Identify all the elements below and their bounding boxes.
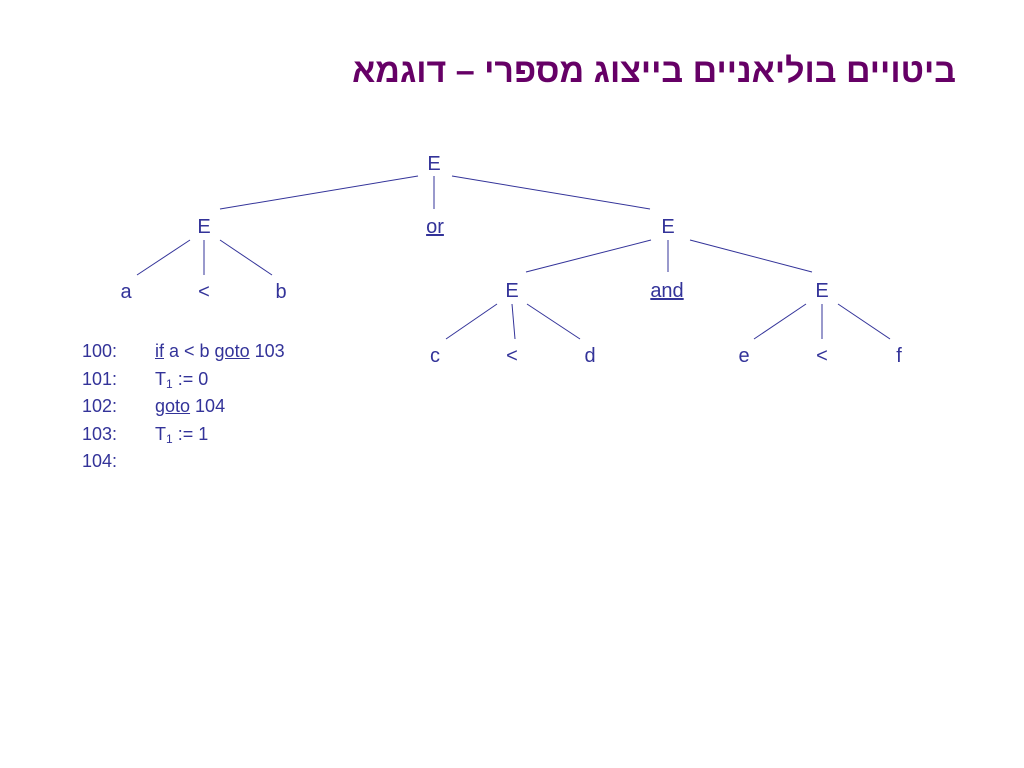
keyword-goto: goto xyxy=(155,396,191,416)
edge-Ecd-c xyxy=(445,303,498,340)
edge-rightE-Eef xyxy=(689,239,813,273)
tree-node-or: or xyxy=(426,216,444,238)
slide-title: ביטויים בוליאניים בייצוג מספרי – דוגמא xyxy=(352,52,956,90)
tree-leaf-d: d xyxy=(584,345,596,367)
keyword-goto: goto xyxy=(214,341,250,361)
edge-rightE-Ecd xyxy=(525,239,652,273)
goto-target: 103 xyxy=(249,341,285,361)
tree-leaf-f: f xyxy=(896,345,902,367)
line-number: 100: xyxy=(82,341,118,361)
tree-leaf-e: e xyxy=(738,345,750,367)
line-number: 104: xyxy=(82,451,118,471)
line-number: 103: xyxy=(82,423,118,444)
tree-leaf-b: b xyxy=(275,281,287,303)
tree-leaf-c: c xyxy=(430,345,440,367)
temp-var-subscript: 1 xyxy=(166,431,173,446)
edge-leftE-b xyxy=(219,239,273,276)
keyword-if: if xyxy=(155,341,164,361)
tree-node-E-ef: E xyxy=(815,280,829,302)
code-statement: T1 := 0 xyxy=(155,366,208,399)
edge-Ecd-lt xyxy=(511,303,516,340)
temp-var-subscript: 1 xyxy=(166,376,173,391)
goto-target: 104 xyxy=(190,396,226,416)
code-statement: goto 104 xyxy=(155,393,225,421)
line-number: 102: xyxy=(82,396,118,416)
edge-Eef-f xyxy=(837,303,891,340)
assign-text: := 0 xyxy=(172,368,209,389)
condition-text: a < b xyxy=(164,341,215,361)
tree-node-and: and xyxy=(650,280,684,302)
edge-Eef-e xyxy=(753,303,807,340)
tree-leaf-lt-1: < xyxy=(198,281,210,303)
temp-var: T xyxy=(155,368,166,389)
assign-text: := 1 xyxy=(172,423,209,444)
temp-var: T xyxy=(155,423,166,444)
tree-leaf-lt-3: < xyxy=(816,345,828,367)
code-statement: T1 := 1 xyxy=(155,421,208,454)
tree-node-root-E: E xyxy=(427,153,441,175)
tree-leaf-lt-2: < xyxy=(506,345,518,367)
edge-root-leftE xyxy=(219,175,419,210)
tree-node-left-E: E xyxy=(197,216,211,238)
edge-Ecd-d xyxy=(526,303,581,340)
edge-root-rightE xyxy=(451,175,651,210)
code-statement: if a < b goto 103 xyxy=(155,338,285,366)
tree-leaf-a: a xyxy=(120,281,132,303)
line-number: 101: xyxy=(82,368,118,389)
edge-leftE-a xyxy=(136,239,191,276)
tree-node-right-E: E xyxy=(661,216,675,238)
tree-node-E-cd: E xyxy=(505,280,519,302)
